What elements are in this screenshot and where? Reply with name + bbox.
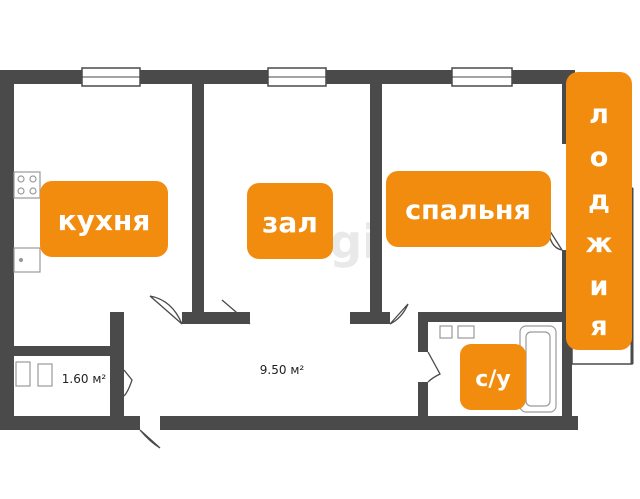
living-tag: зал: [247, 183, 333, 259]
toilet-icon: [439, 325, 475, 339]
closet-fixture: [15, 361, 53, 387]
living-label: зал: [262, 206, 318, 239]
sink-icon: [13, 247, 41, 273]
loggia-letter: ж: [586, 228, 613, 259]
hall-area: 9.50 м²: [260, 363, 305, 377]
interior-walls: [14, 84, 568, 430]
bedroom-tag: спальня: [386, 171, 551, 247]
stove-icon: [13, 171, 41, 199]
kitchen-label: кухня: [58, 204, 151, 237]
kitchen-tag: кухня: [40, 181, 168, 257]
closet-area: 1.60 м²: [62, 372, 107, 386]
bathroom-label: с/у: [475, 367, 510, 392]
loggia-letter: я: [590, 311, 607, 342]
loggia-letter: л: [589, 99, 609, 130]
windows: [81, 67, 513, 87]
loggia-letter: и: [590, 271, 609, 302]
bathroom-tag: с/у: [460, 344, 526, 410]
loggia-letter: д: [588, 185, 610, 216]
loggia-letter: о: [590, 142, 609, 173]
loggia-tag: л о д ж и я: [566, 72, 632, 350]
bedroom-label: спальня: [405, 195, 531, 226]
